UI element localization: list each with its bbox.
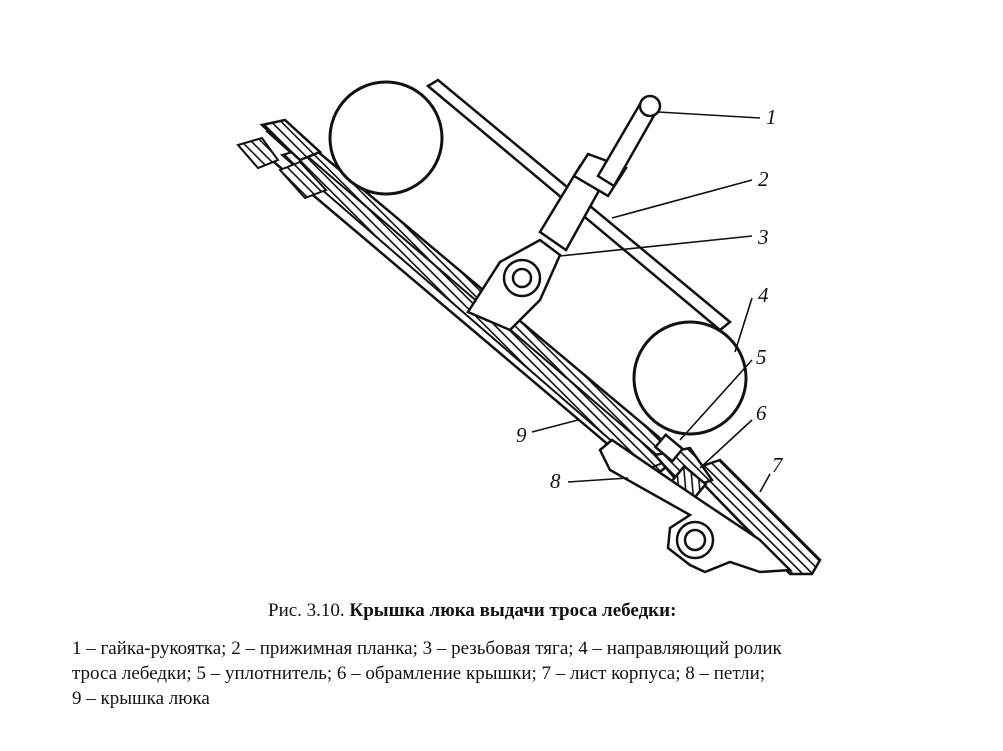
callout-7: 7 xyxy=(772,453,784,477)
seal xyxy=(653,433,685,463)
guide-roller-bottom xyxy=(632,320,748,436)
caption-prefix: Рис. 3.10. xyxy=(268,600,345,621)
figure-legend: 1 – гайка-рукоятка; 2 – прижимная планка… xyxy=(72,636,997,711)
legend-line: 1 – гайка-рукоятка; 2 – прижимная планка… xyxy=(72,638,782,659)
callout-5: 5 xyxy=(756,345,767,369)
legend-line: 9 – крышка люка xyxy=(72,688,210,709)
legend-line: троса лебедки; 5 – уплотнитель; 6 – обра… xyxy=(72,663,766,684)
callout-1: 1 xyxy=(766,105,777,129)
caption-title: Крышка люка выдачи троса лебедки: xyxy=(349,600,677,621)
hinge xyxy=(598,438,793,574)
callout-8: 8 xyxy=(550,469,561,493)
callout-6: 6 xyxy=(756,401,767,425)
callout-2: 2 xyxy=(758,167,769,191)
figure-caption: Рис. 3.10. Крышка люка выдачи троса лебе… xyxy=(268,600,988,622)
guide-roller-top xyxy=(328,80,444,196)
leader-lines xyxy=(531,111,771,493)
callout-3: 3 xyxy=(757,225,769,249)
threaded-rod xyxy=(466,164,608,332)
callout-4: 4 xyxy=(758,283,769,307)
callout-9: 9 xyxy=(516,423,527,447)
hatch-cover-drawing: 1 2 3 4 5 6 7 8 9 xyxy=(236,78,822,576)
nut-handle xyxy=(572,94,662,198)
hull-sheet-top xyxy=(236,118,328,200)
